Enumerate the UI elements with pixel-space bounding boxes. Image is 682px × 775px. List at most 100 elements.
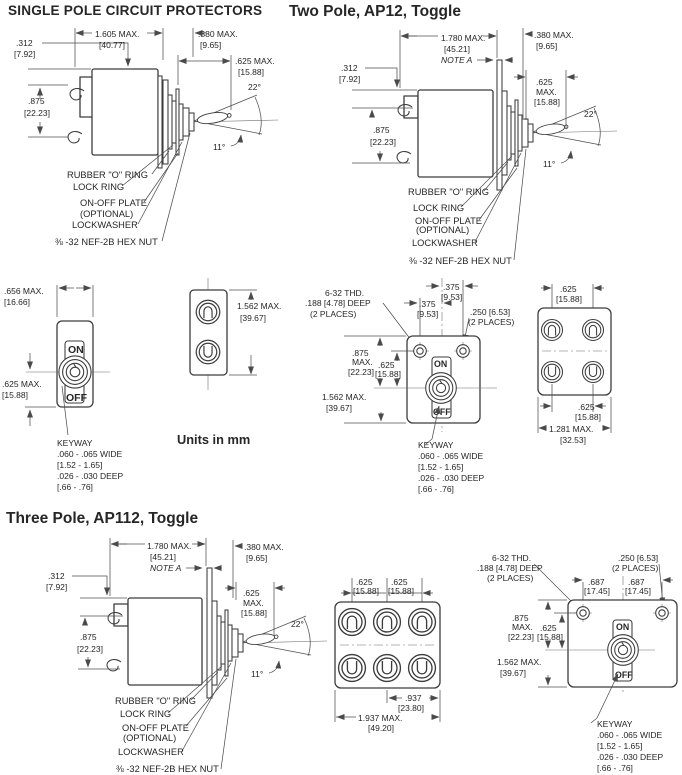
dim-1562: 1.562 MAX. xyxy=(237,301,281,311)
callout-on-off-plate: ON-OFF PLATE xyxy=(80,198,147,208)
dimensions: 1.780 MAX. [45.21] NOTE A .380 MAX. [9.6… xyxy=(46,538,304,679)
dim-angle-11: 11° xyxy=(213,142,225,152)
dim-875-mm: [22.23] xyxy=(370,137,396,147)
keyway-deep-mm: [.66 - .76] xyxy=(418,484,454,494)
dim-1605: 1.605 MAX. xyxy=(95,29,139,39)
dim-875f-max: MAX. xyxy=(352,357,373,367)
bushing-stack xyxy=(211,600,244,686)
terminal xyxy=(337,607,367,637)
dim-1605-mm: [40.77] xyxy=(99,40,125,50)
callout-lock-ring: LOCK RING xyxy=(120,709,171,719)
dimensions: 1.780 MAX. [45.21] NOTE A .380 MAX. [9.6… xyxy=(339,28,597,169)
dim-625-max: MAX. xyxy=(536,87,557,97)
keyway-wide: .060 - .065 WIDE xyxy=(57,449,123,459)
toggle-lever xyxy=(534,121,570,137)
dim-380: .380 MAX. xyxy=(198,29,238,39)
dim-thd-places: (2 PLACES) xyxy=(310,309,356,319)
dim-875: .875 xyxy=(373,125,390,135)
three-pole-section: Three Pole, AP112, Toggle 1.780 MAX. [45… xyxy=(6,510,678,774)
keyway-note: KEYWAY .060 - .065 WIDE [1.52 - 1.65] .0… xyxy=(418,440,484,494)
dim-1562f: 1.562 MAX. xyxy=(497,657,541,667)
dim-625-max: MAX. xyxy=(243,598,264,608)
callout-lock-ring: LOCK RING xyxy=(413,203,464,213)
dim-1562f-mm: [39.67] xyxy=(500,668,526,678)
dim-687a: .687 xyxy=(588,577,605,587)
keyway-title: KEYWAY xyxy=(418,440,454,450)
terminal xyxy=(195,339,221,365)
callout-hex-nut: ⅜ -32 NEF-2B HEX NUT xyxy=(55,237,158,247)
dim-1562f-mm: [39.67] xyxy=(326,403,352,413)
keyway-title: KEYWAY xyxy=(57,438,93,448)
dim-875f-mm: [22.23] xyxy=(508,632,534,642)
dimensions: .312 [7.92] 1.605 MAX. [40.77] .380 MAX.… xyxy=(14,28,275,152)
dim-312: .312 xyxy=(16,38,33,48)
two-pole-front-view: .375 [9.53] .375 [9.53] 6-32 THD. .188 [… xyxy=(305,278,514,494)
dim-687a-mm: [17.45] xyxy=(584,586,610,596)
dim-1780-mm: [45.21] xyxy=(150,552,176,562)
three-pole-side-view: 1.780 MAX. [45.21] NOTE A .380 MAX. [9.6… xyxy=(46,538,328,774)
dim-625max: .625 MAX. xyxy=(235,56,275,66)
dim-875f: .875 xyxy=(352,348,369,358)
dim-1281-mm: [32.53] xyxy=(560,435,586,445)
off-label: OFF xyxy=(433,407,451,417)
toggle-bushing-front xyxy=(425,372,457,404)
callout-on-off-plate: ON-OFF PLATE xyxy=(415,216,482,226)
dim-625-mm: [15.88] xyxy=(534,97,560,107)
dim-250: .250 [6.53] xyxy=(618,553,658,563)
dim-312-mm: [7.92] xyxy=(46,582,67,592)
dim-1937: 1.937 MAX. xyxy=(358,713,402,723)
dim-625-mm: [15.88] xyxy=(238,67,264,77)
section-title: SINGLE POLE CIRCUIT PROTECTORS xyxy=(8,3,262,18)
dim-625r-bot: .625 xyxy=(578,402,595,412)
dim-875f-max: MAX. xyxy=(512,622,533,632)
dim-angle-22: 22° xyxy=(584,109,597,119)
dim-375-a-mm: [9.53] xyxy=(441,292,462,302)
keyway-note: KEYWAY .060 - .065 WIDE [1.52 - 1.65] .0… xyxy=(57,438,123,492)
dim-380-mm: [9.65] xyxy=(200,40,221,50)
dim-angle-22: 22° xyxy=(291,619,304,629)
breaker-body xyxy=(91,68,159,156)
dim-380: .380 MAX. xyxy=(534,30,574,40)
on-label: ON xyxy=(434,359,447,369)
dim-625: .625 xyxy=(536,77,553,87)
terminal xyxy=(581,318,605,342)
dim-380-mm: [9.65] xyxy=(246,553,267,563)
callout-lockwasher: LOCKWASHER xyxy=(118,747,184,757)
terminal-hook-lower xyxy=(396,150,412,164)
single-pole-section: SINGLE POLE CIRCUIT PROTECTORS .312 [7.9… xyxy=(2,3,281,492)
dim-875f-mm: [22.23] xyxy=(348,367,374,377)
terminal xyxy=(407,653,437,683)
toggle-lever xyxy=(196,109,233,126)
bushing-stack xyxy=(162,79,195,165)
dim-thd: 6-32 THD. xyxy=(492,553,531,563)
dim-656: .656 MAX. xyxy=(4,286,44,296)
callouts: RUBBER "O" RING LOCK RING ON-OFF PLATE (… xyxy=(408,148,527,266)
dim-625r-top-mm: [15.88] xyxy=(556,294,582,304)
dim-1562f: 1.562 MAX. xyxy=(322,392,366,402)
keyway-wide: .060 - .065 WIDE xyxy=(597,730,663,740)
two-pole-rear-view: .625 [15.88] .625 [15.88] 1.281 MAX. [32… xyxy=(537,284,612,445)
callout-hex-nut: ⅜ -32 NEF-2B HEX NUT xyxy=(409,256,512,266)
callout-optional: (OPTIONAL) xyxy=(123,733,176,743)
dim-687b-mm: [17.45] xyxy=(625,586,651,596)
dim-312-mm: [7.92] xyxy=(14,49,35,59)
dim-1937-mm: [49.20] xyxy=(368,723,394,733)
dim-937-mm: [23.80] xyxy=(398,703,424,713)
terminal xyxy=(540,360,564,384)
dim-625-mm: [15.88] xyxy=(241,608,267,618)
terminal xyxy=(581,360,605,384)
keyway-deep: .026 - .030 DEEP xyxy=(418,473,484,483)
callout-rubber-o-ring: RUBBER "O" RING xyxy=(115,696,196,706)
terminal-hook-lower xyxy=(67,130,83,144)
dim-312-mm: [7.92] xyxy=(339,74,360,84)
two-pole-side-view: 1.780 MAX. [45.21] NOTE A .380 MAX. [9.6… xyxy=(339,28,618,266)
terminal xyxy=(372,653,402,683)
dim-1562-mm: [39.67] xyxy=(240,313,266,323)
terminal xyxy=(337,653,367,683)
dim-1780: 1.780 MAX. xyxy=(441,33,485,43)
breaker-body xyxy=(127,597,203,686)
terminal xyxy=(372,607,402,637)
dim-625q2: .625 xyxy=(391,577,408,587)
section-title: Three Pole, AP112, Toggle xyxy=(6,510,198,527)
